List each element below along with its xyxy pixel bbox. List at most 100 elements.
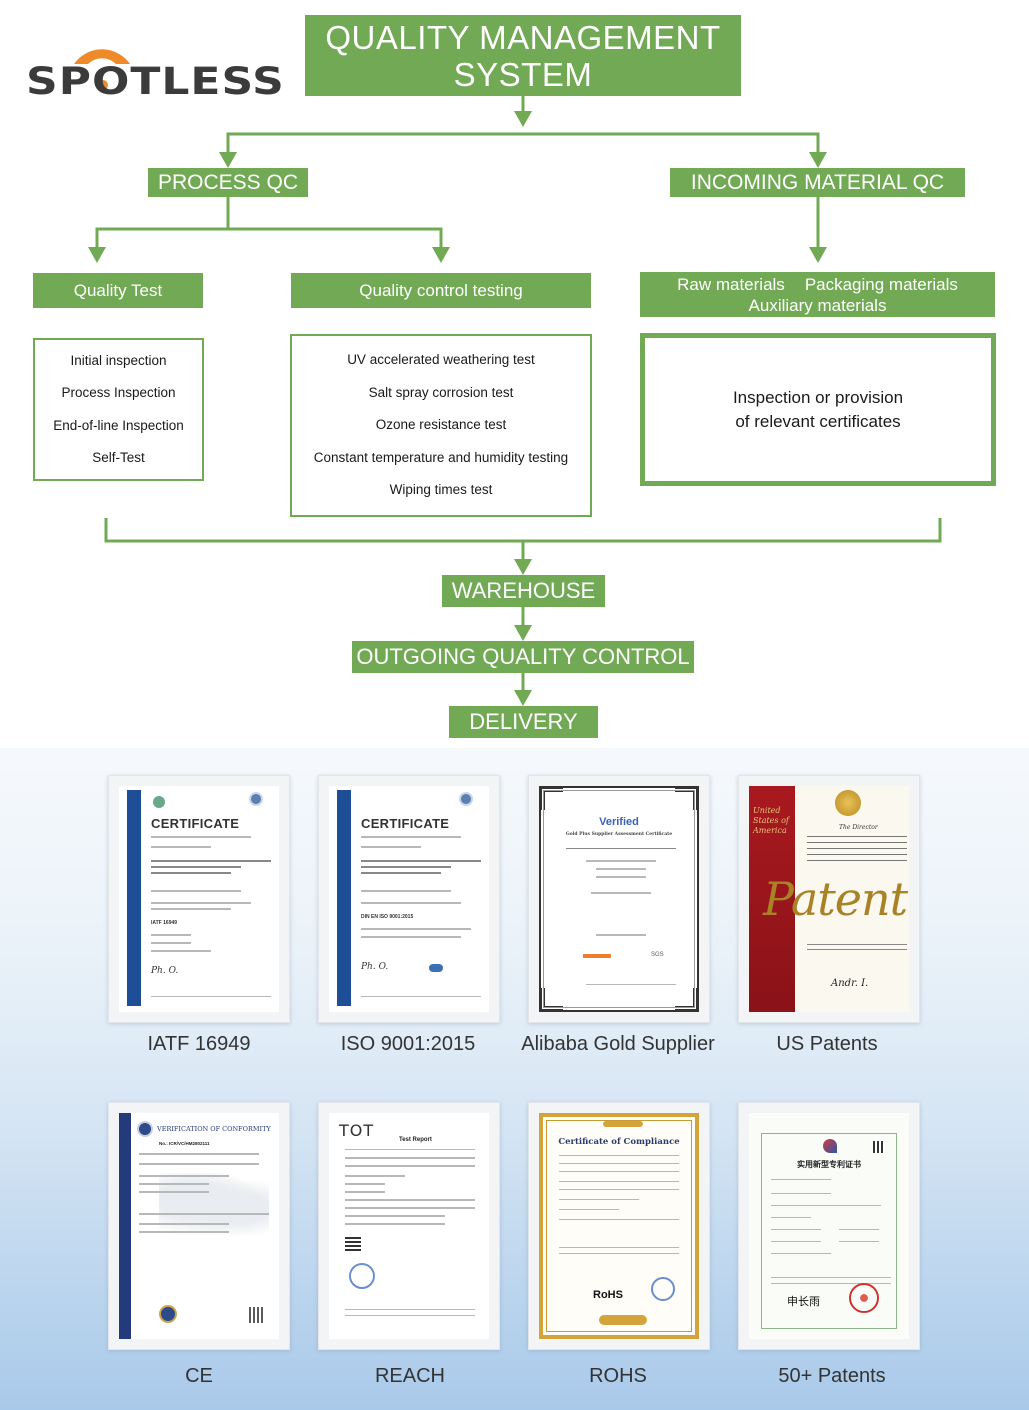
certificate-title: CERTIFICATE	[151, 816, 240, 831]
raw-materials-label: Raw materials	[677, 274, 785, 294]
patent-side-band	[749, 786, 795, 1012]
arrow-down-icon	[514, 559, 532, 575]
quality-test-list: Initial inspection Process Inspection En…	[33, 338, 204, 481]
tot-stamp-icon	[651, 1277, 675, 1301]
process-qc-box: PROCESS QC	[148, 168, 308, 197]
incoming-detail-line-2: of relevant certificates	[735, 411, 901, 431]
logo-dot-icon	[98, 80, 108, 90]
flow-connectors	[88, 96, 942, 706]
icr-logo-icon	[137, 1121, 153, 1137]
list-item: Initial inspection	[70, 352, 167, 368]
corner-ornament-icon	[675, 988, 697, 1010]
certificate-label: CE	[185, 1365, 213, 1387]
list-item: Process Inspection	[61, 385, 176, 400]
qr-code-icon	[873, 1141, 885, 1153]
outgoing-quality-control-label: OUTGOING QUALITY CONTROL	[356, 644, 690, 669]
dakks-logo-icon	[429, 964, 443, 972]
connector-line	[104, 518, 942, 543]
corner-ornament-icon	[541, 788, 563, 810]
list-item: Ozone resistance test	[375, 417, 507, 433]
list-item: Salt spray corrosion test	[368, 384, 514, 400]
arrow-down-icon	[88, 247, 106, 263]
quality-test-box: Quality Test	[33, 273, 203, 308]
certificate-label: US Patents	[776, 1033, 878, 1055]
packaging-materials-label: Packaging materials	[804, 274, 958, 294]
auxiliary-materials-label: Auxiliary materials	[748, 295, 887, 315]
rohs-mark: RoHS	[593, 1289, 623, 1301]
arrow-down-icon	[432, 247, 450, 263]
qr-code-icon	[249, 1307, 265, 1323]
red-seal-icon	[849, 1283, 879, 1313]
list-item: UV accelerated weathering test	[347, 352, 535, 368]
arrow-down-icon	[809, 247, 827, 263]
certificate-frame-us-patent: United States of America The Director Pa…	[738, 775, 920, 1023]
corner-ornament-icon	[541, 988, 563, 1010]
warehouse-label: WAREHOUSE	[451, 578, 596, 603]
process-qc-label: PROCESS QC	[157, 170, 299, 194]
corner-ornament-icon	[675, 788, 697, 810]
incoming-material-qc-label: INCOMING MATERIAL QC	[690, 170, 945, 194]
tot-stamp-icon	[349, 1263, 375, 1289]
certificate-label: ISO 9001:2015	[340, 1033, 476, 1055]
title-line-1: QUALITY MANAGEMENT	[325, 18, 721, 56]
certificate-frame-iso: CERTIFICATE DIN EN ISO 9001:2015 Ph. O.	[318, 775, 500, 1023]
incoming-material-qc-box: INCOMING MATERIAL QC	[670, 168, 965, 197]
incoming-detail-box: Inspection or provision of relevant cert…	[640, 333, 996, 486]
quality-control-testing-box: Quality control testing	[291, 273, 591, 308]
tuv-logo-icon	[249, 792, 263, 806]
list-item: Wiping times test	[389, 482, 493, 498]
logo-arc-icon	[74, 49, 130, 64]
certificate-standard: DIN EN ISO 9001:2015	[361, 914, 414, 920]
certificate-label: 50+ Patents	[778, 1365, 886, 1387]
certificate-label: Alibaba Gold Supplier	[521, 1033, 715, 1055]
tot-logo: TOT	[339, 1121, 375, 1140]
connector-line	[95, 227, 443, 258]
certificate-title: VERIFICATION OF CONFORMITY	[157, 1125, 271, 1133]
connector-line	[226, 132, 820, 163]
arrow-down-icon	[514, 625, 532, 641]
certificate-title: Certificate of Compliance	[558, 1137, 680, 1147]
quality-control-testing-label: Quality control testing	[359, 280, 523, 300]
certificate-number: No.: ICR/VC/HM2802111	[159, 1141, 210, 1146]
certificate-title: CERTIFICATE	[361, 816, 450, 831]
certificate-frame-ce: VERIFICATION OF CONFORMITY No.: ICR/VC/H…	[108, 1102, 290, 1350]
iatf-logo-icon	[153, 796, 165, 808]
certificate-label: IATF 16949	[147, 1033, 251, 1055]
certificate-frame-reach: TOT Test Report	[318, 1102, 500, 1350]
patent-title: Patent	[763, 872, 908, 926]
warehouse-box: WAREHOUSE	[442, 575, 605, 607]
arrow-down-icon	[514, 690, 532, 706]
certificate-label: REACH	[374, 1365, 445, 1387]
certificate-frame-cn-patent: 实用新型专利证书 申长雨	[738, 1102, 920, 1350]
certificate-frame-rohs: Certificate of Compliance RoHS	[528, 1102, 710, 1350]
tuv-logo-icon	[459, 792, 473, 806]
arrow-down-icon	[219, 152, 237, 168]
patent-side-text: United States of America	[753, 806, 789, 835]
page-title: QUALITY MANAGEMENT SYSTEM	[305, 15, 741, 96]
certificate-standard: IATF 16949	[151, 920, 178, 926]
list-item: End-of-line Inspection	[53, 417, 184, 433]
outgoing-quality-control-box: OUTGOING QUALITY CONTROL	[352, 641, 694, 673]
cnipa-logo-icon	[823, 1139, 837, 1153]
report-title: Test Report	[399, 1137, 432, 1143]
materials-line-1: Raw materials Packaging materials	[677, 274, 958, 295]
certificate-title: 实用新型专利证书	[797, 1160, 861, 1169]
seal-icon	[159, 1305, 177, 1323]
logo-text: SPOTLESS	[26, 60, 285, 104]
certificates-section: CERTIFICATE IATF 16949 Ph. O. CERTIFICAT…	[0, 748, 1029, 1410]
patent-director: The Director	[839, 824, 878, 831]
certificate-label: ROHS	[589, 1365, 647, 1387]
arrow-down-icon	[514, 111, 532, 127]
list-item: Self-Test	[92, 450, 145, 465]
quality-test-label: Quality Test	[73, 280, 163, 300]
certificate-frame-iatf: CERTIFICATE IATF 16949 Ph. O.	[108, 775, 290, 1023]
gold-ornament-icon	[599, 1315, 647, 1325]
qr-code-icon	[345, 1235, 361, 1251]
incoming-detail-line-1: Inspection or provision	[732, 387, 904, 407]
certificate-subtitle: Gold Plus Supplier Assessment Certificat…	[565, 832, 673, 837]
title-line-2: SYSTEM	[453, 55, 593, 93]
delivery-box: DELIVERY	[449, 706, 598, 738]
list-item: Constant temperature and humidity testin…	[313, 449, 569, 465]
delivery-label: DELIVERY	[469, 709, 578, 734]
gold-seal-icon	[835, 790, 861, 816]
